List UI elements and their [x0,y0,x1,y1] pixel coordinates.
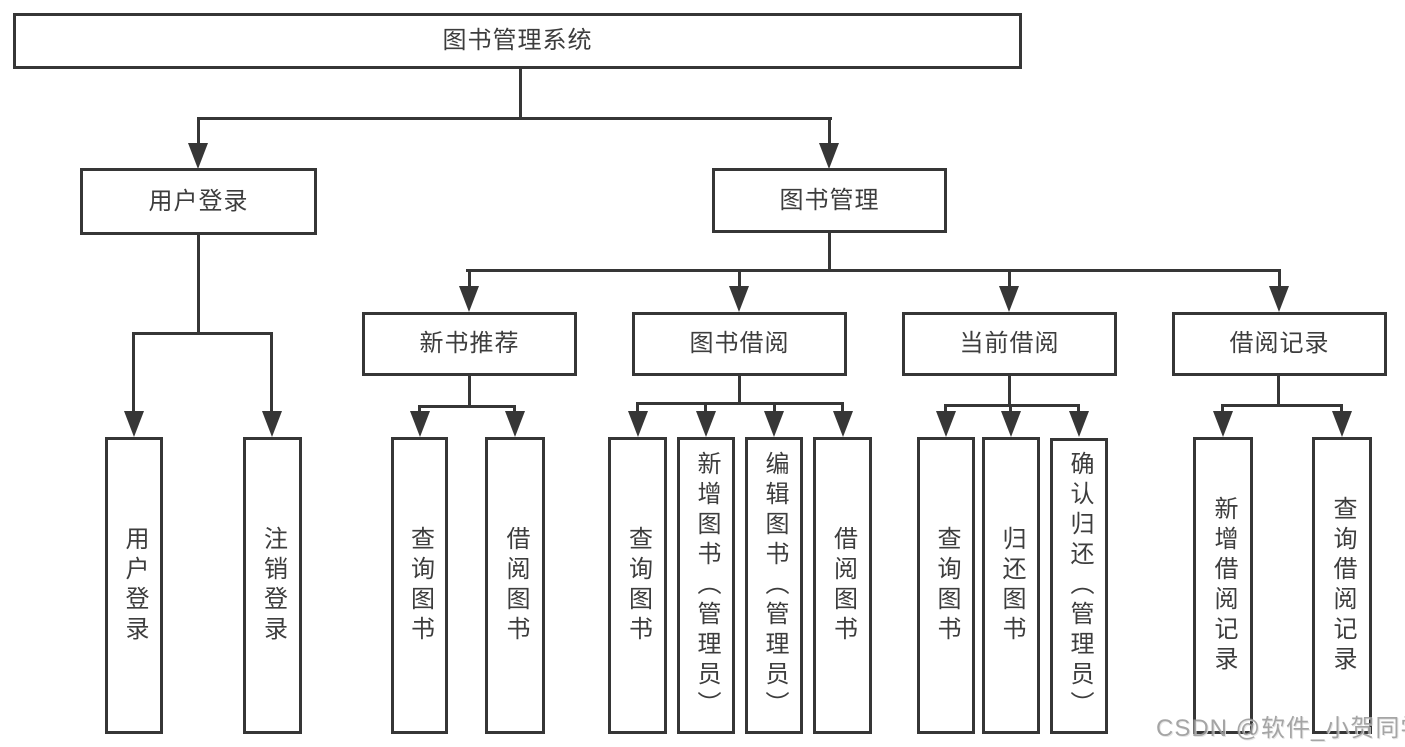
leaf-logout-label: 注销登录 [259,525,287,646]
leaf-bor-lend-books-label: 借阅图书 [829,525,857,646]
connector-current-bus [944,404,1080,407]
arrowhead-down-icon [1001,411,1021,437]
node-book-mgmt-label: 图书管理 [779,186,880,214]
arrowhead-down-icon [1069,411,1089,437]
connector-book-mgmt-bus [466,269,1281,272]
connector-to-cur-confirm [1077,404,1080,414]
connector-new-rec-bus [418,405,516,408]
connector-to-bor-query [636,402,639,414]
connector-root-bus [198,117,832,120]
leaf-cur-return-books-label: 归还图书 [998,525,1025,646]
leaf-bor-add-books-admin-label: 新增图书（管理员） [693,450,720,721]
node-borrow: 图书借阅 [632,312,847,376]
connector-to-new-rec [468,269,471,290]
arrowhead-down-icon [505,411,525,437]
connector-to-bor-lend [841,402,844,414]
node-records: 借阅记录 [1172,312,1387,376]
leaf-bor-lend-books: 借阅图书 [813,437,872,734]
leaf-rec-borrow-books: 借阅图书 [485,437,545,734]
arrowhead-down-icon [1269,286,1289,312]
arrowhead-down-icon [999,286,1019,312]
node-root-label: 图书管理系统 [442,27,593,54]
node-book-mgmt: 图书管理 [712,168,947,233]
arrowhead-down-icon [1213,411,1233,437]
connector-to-cur-query [944,404,947,414]
arrowhead-down-icon [410,411,430,437]
leaf-his-query-record: 查询借阅记录 [1312,437,1372,734]
connector-records-stem [1277,375,1280,407]
arrowhead-down-icon [819,143,839,169]
node-root: 图书管理系统 [13,13,1022,69]
connector-to-user-login [197,117,200,145]
leaf-rec-query-books-label: 查询图书 [406,525,434,646]
connector-current-stem [1008,375,1011,407]
connector-to-current [1008,269,1011,290]
connector-records-bus [1221,404,1343,407]
leaf-his-add-record: 新增借阅记录 [1193,437,1253,734]
leaf-cur-query-books: 查询图书 [917,437,975,734]
node-user-login: 用户登录 [80,168,317,235]
connector-to-his-query [1340,404,1343,414]
connector-to-book-mgmt [828,117,831,145]
connector-to-bor-edit [773,402,776,414]
node-new-rec-label: 新书推荐 [419,330,520,357]
leaf-user-login-label: 用户登录 [121,525,148,646]
node-current: 当前借阅 [902,312,1117,376]
connector-to-rec-query [418,405,421,415]
arrowhead-down-icon [1332,411,1352,437]
arrowhead-down-icon [262,411,282,437]
connector-user-login-bus [132,332,273,335]
leaf-cur-query-books-label: 查询图书 [933,525,960,646]
connector-to-borrow [738,269,741,290]
connector-new-rec-stem [468,375,471,408]
connector-to-bor-add [704,402,707,414]
node-records-label: 借阅记录 [1229,330,1330,357]
connector-to-login [132,332,135,414]
connector-borrow-stem [738,375,741,405]
connector-to-logout [270,332,273,414]
connector-root-stem [519,68,522,120]
leaf-rec-borrow-books-label: 借阅图书 [502,525,529,646]
leaf-rec-query-books: 查询图书 [391,437,448,734]
arrowhead-down-icon [764,411,784,437]
leaf-cur-confirm-return-admin: 确认归还（管理员） [1050,438,1108,734]
leaf-bor-query-books-label: 查询图书 [624,525,652,646]
leaf-cur-return-books: 归还图书 [982,437,1040,734]
arrowhead-down-icon [833,411,853,437]
connector-to-rec-borrow [513,405,516,415]
csdn-watermark: CSDN @软件_小贺同学 [1156,715,1405,742]
arrowhead-down-icon [729,286,749,312]
leaf-bor-query-books: 查询图书 [608,437,667,734]
leaf-bor-add-books-admin: 新增图书（管理员） [677,437,735,734]
arrowhead-down-icon [696,411,716,437]
connector-book-mgmt-stem [828,233,831,272]
connector-borrow-bus [636,402,843,405]
arrowhead-down-icon [459,286,479,312]
connector-to-his-add [1221,404,1224,414]
leaf-his-query-record-label: 查询借阅记录 [1329,495,1356,676]
arrowhead-down-icon [936,411,956,437]
connector-to-cur-return [1009,404,1012,414]
leaf-cur-confirm-return-admin-label: 确认归还（管理员） [1066,451,1093,721]
arrowhead-down-icon [628,411,648,437]
arrowhead-down-icon [124,411,144,437]
connector-user-login-stem [197,235,200,335]
node-current-label: 当前借阅 [959,330,1060,357]
leaf-bor-edit-books-admin-label: 编辑图书（管理员） [761,450,788,721]
leaf-logout: 注销登录 [243,437,302,734]
leaf-bor-edit-books-admin: 编辑图书（管理员） [745,437,803,734]
leaf-user-login: 用户登录 [105,437,163,734]
node-new-rec: 新书推荐 [362,312,577,376]
node-user-login-label: 用户登录 [148,187,249,215]
connector-to-records [1278,269,1281,290]
leaf-his-add-record-label: 新增借阅记录 [1210,495,1237,676]
node-borrow-label: 图书借阅 [689,330,790,357]
arrowhead-down-icon [188,143,208,169]
